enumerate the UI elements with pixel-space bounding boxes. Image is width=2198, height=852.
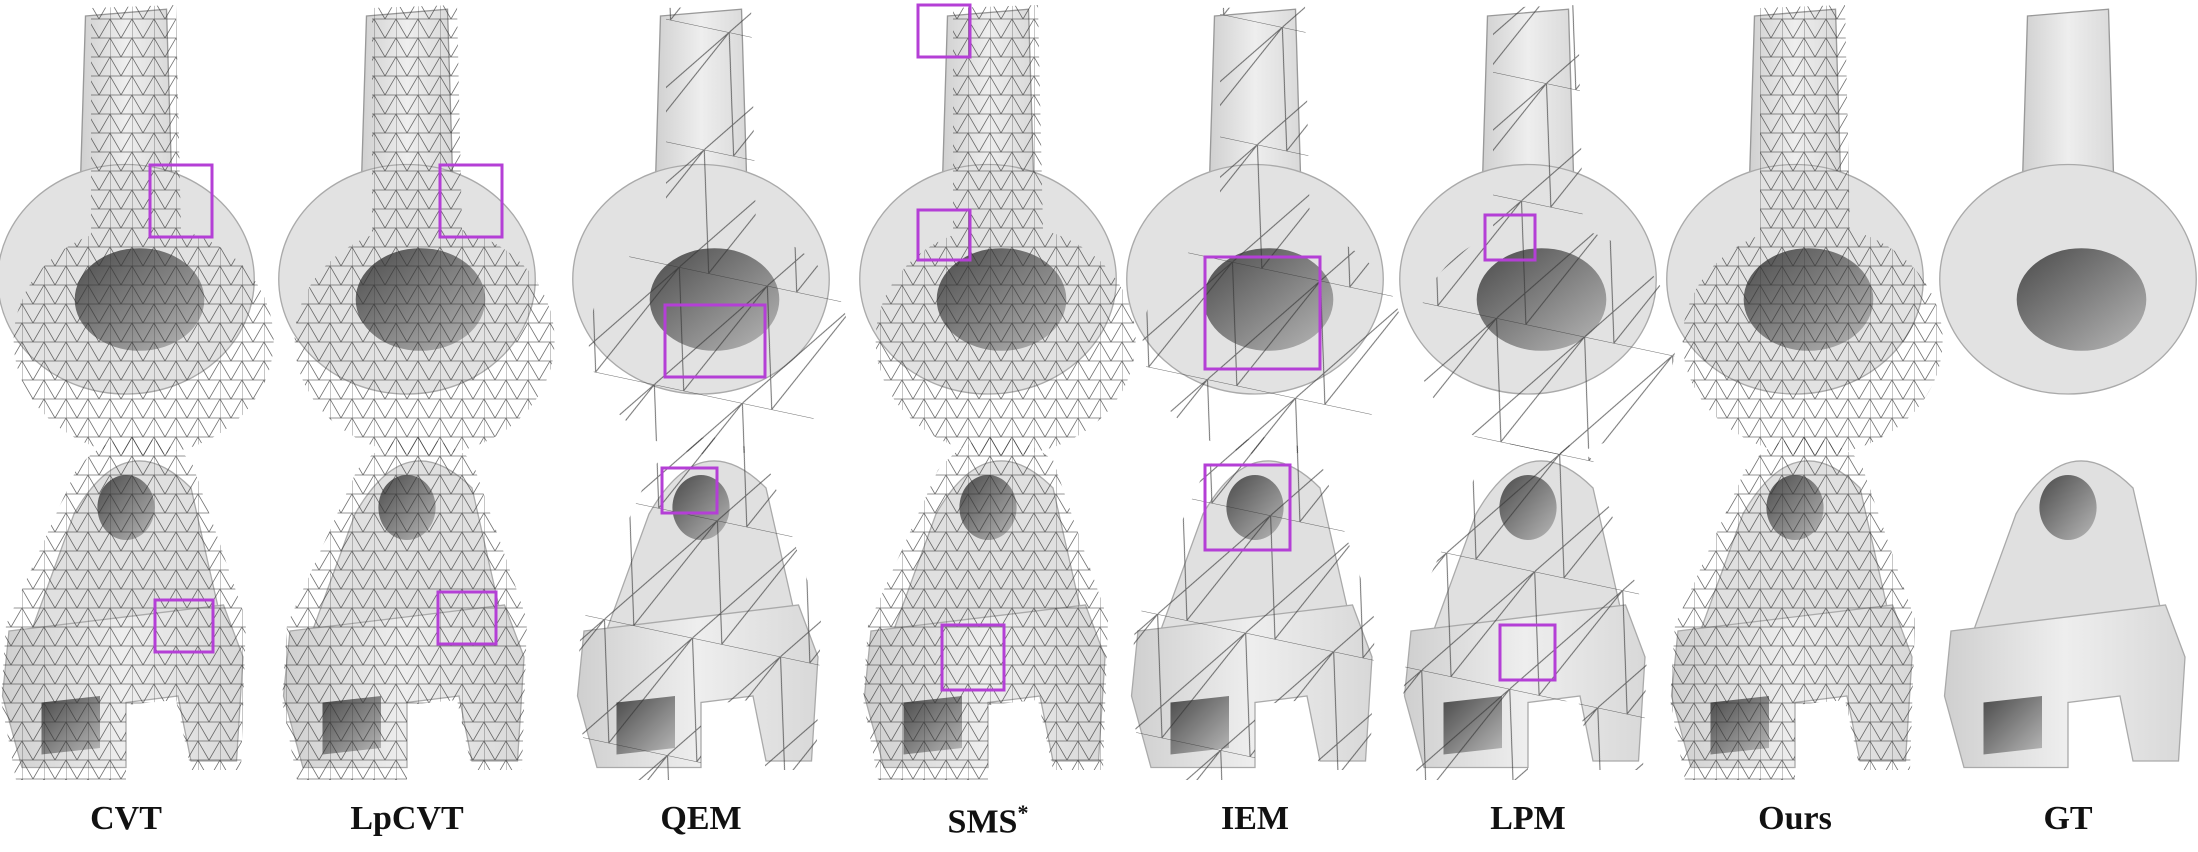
method-label: CVT bbox=[6, 800, 246, 838]
method-label-text: SMS bbox=[947, 803, 1018, 841]
bottom-mesh-render bbox=[1943, 460, 2186, 769]
wireframe-overlay-top bbox=[875, 5, 1136, 456]
wireframe-overlay-bottom bbox=[282, 437, 527, 780]
highlight-box bbox=[940, 623, 1006, 692]
method-label-text: LPM bbox=[1490, 800, 1566, 837]
method-column-sms bbox=[859, 3, 1136, 780]
highlight-box bbox=[1498, 623, 1557, 682]
highlight-box bbox=[148, 163, 214, 239]
highlight-box bbox=[1203, 463, 1292, 552]
highlight-box bbox=[663, 303, 767, 379]
wireframe-overlay-bottom bbox=[576, 437, 821, 780]
highlight-box bbox=[916, 3, 972, 59]
method-column-gt bbox=[1939, 8, 2197, 769]
method-label: IEM bbox=[1135, 800, 1375, 838]
method-column-ours bbox=[1483, 5, 1943, 780]
wireframe-overlay-bottom bbox=[1670, 437, 1915, 780]
wireframe-overlay-top bbox=[1415, 5, 1676, 456]
method-label: GT bbox=[1948, 800, 2188, 838]
method-label: LPM bbox=[1408, 800, 1648, 838]
method-label-superscript: * bbox=[1017, 800, 1029, 825]
method-label-text: LpCVT bbox=[350, 800, 464, 837]
wireframe-overlay-bottom bbox=[863, 437, 1108, 780]
wireframe-overlay-top bbox=[13, 5, 274, 456]
wireframe-overlay-bottom bbox=[1403, 437, 1648, 780]
highlight-box bbox=[436, 590, 498, 646]
method-column-lpm bbox=[1203, 5, 1676, 780]
highlight-box bbox=[1203, 255, 1322, 371]
method-label-text: Ours bbox=[1758, 800, 1832, 837]
highlight-box bbox=[660, 466, 719, 515]
method-column-iem bbox=[916, 5, 1403, 780]
highlight-box bbox=[153, 598, 215, 654]
highlight-box bbox=[916, 208, 972, 262]
wireframe-overlay-bottom bbox=[1130, 437, 1375, 780]
method-label-text: CVT bbox=[90, 800, 162, 837]
wireframe-overlay-bottom bbox=[1, 437, 246, 780]
method-label: Ours bbox=[1675, 800, 1915, 838]
method-label-text: IEM bbox=[1221, 800, 1289, 837]
method-label: LpCVT bbox=[287, 800, 527, 838]
wireframe-overlay-top bbox=[588, 5, 849, 456]
wireframe-overlay-top bbox=[1682, 5, 1943, 456]
highlight-box bbox=[1483, 213, 1537, 262]
wireframe-overlay-top bbox=[1142, 5, 1403, 456]
method-label: QEM bbox=[581, 800, 821, 838]
method-column-cvt bbox=[0, 5, 274, 780]
method-column-qem bbox=[572, 5, 849, 780]
method-label: SMS* bbox=[868, 800, 1108, 841]
method-column-lpcvt bbox=[278, 5, 555, 780]
wireframe-overlay-top bbox=[294, 5, 555, 456]
method-label-text: GT bbox=[2043, 800, 2093, 837]
highlight-box bbox=[438, 163, 504, 239]
method-label-text: QEM bbox=[660, 800, 742, 837]
top-mesh-render bbox=[1939, 8, 2197, 395]
